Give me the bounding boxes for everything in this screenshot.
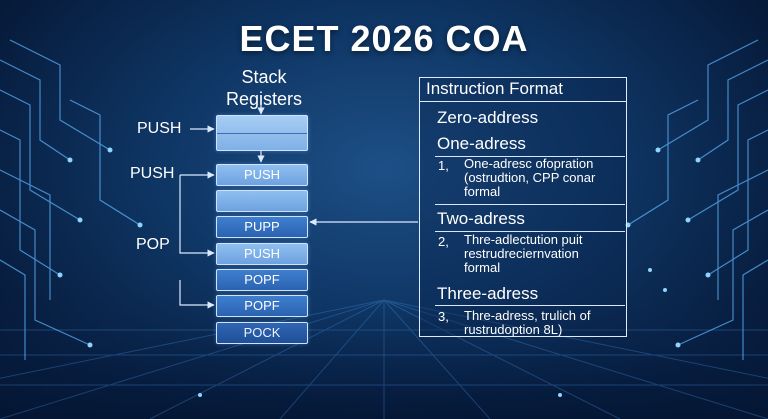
stack-heading-line1: Stack: [241, 67, 287, 87]
zero-address-heading: Zero-address: [437, 108, 539, 127]
one-address-description: One-adresc ofopration (ostrudtion, CPP c…: [464, 156, 596, 199]
two-address-heading: Two-adress: [437, 209, 525, 228]
stack-cell-pupp: PUPP: [216, 216, 308, 238]
divider-two: [435, 231, 625, 232]
one-address-number: 1,: [438, 158, 449, 173]
two-address-description: Thre-adlectution puit restrudreciernvati…: [464, 232, 583, 275]
three-address-number: 3,: [438, 309, 449, 324]
one-address-heading: One-adress: [437, 134, 526, 153]
stack-cell-push-1: PUSH: [216, 164, 308, 186]
stack-cell-divider: [217, 133, 307, 134]
three-address-heading: Three-adress: [437, 284, 539, 303]
divider-three: [435, 305, 625, 306]
stack-cell-pock: POCK: [216, 322, 308, 344]
push-label-middle: PUSH: [130, 165, 175, 182]
divider-one: [435, 156, 625, 157]
stack-heading: Stack Registers: [205, 66, 323, 110]
push-label-top: PUSH: [137, 120, 182, 137]
format-title: Instruction Format: [420, 78, 626, 102]
stack-cell-popf-2: POPF: [216, 295, 308, 317]
stack-cell-empty: [216, 190, 308, 212]
stack-cell-popf-1: POPF: [216, 269, 308, 291]
stack-heading-line2: Registers: [225, 89, 303, 109]
stack-cell-top: [216, 115, 308, 151]
two-address-number: 2,: [438, 234, 449, 249]
pop-label: POP: [136, 236, 170, 253]
page-title: ECET 2026 COA: [239, 18, 529, 59]
divider-two-top: [435, 204, 625, 205]
instruction-format-panel: Instruction Format Zero-address One-adre…: [419, 77, 627, 337]
stack-cell-push-2: PUSH: [216, 243, 308, 265]
three-address-description: Thre-adress, trulich of rustrudoption 8L…: [464, 308, 591, 337]
